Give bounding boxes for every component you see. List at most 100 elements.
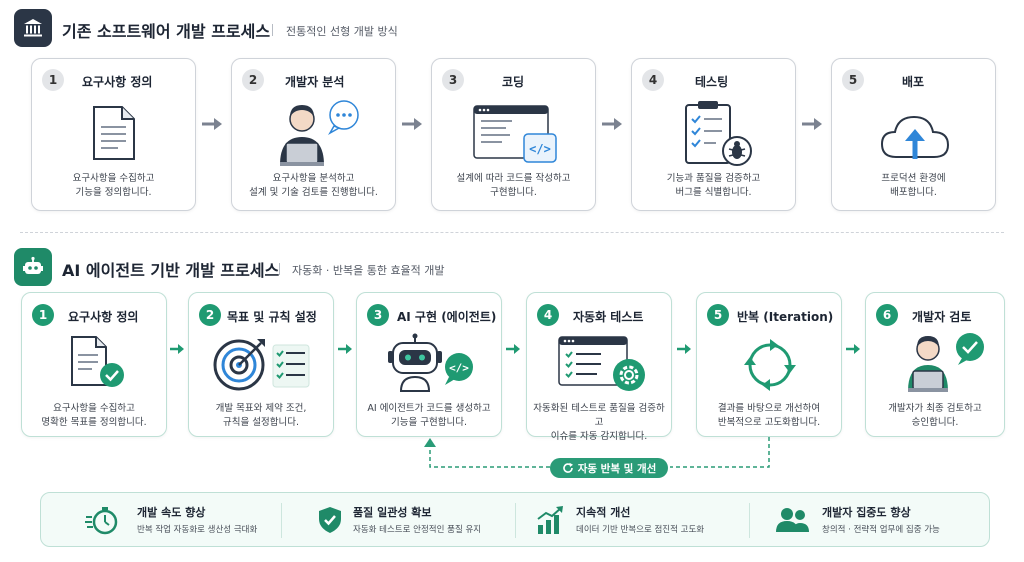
step-title: 자동화 테스트: [573, 310, 644, 324]
step-number: 6: [876, 304, 898, 326]
target-checklist-icon: [213, 339, 310, 391]
legacy-section-subtitle: 전통적인 선형 개발 방식: [286, 25, 398, 38]
benefit-item-improvement: 지속적 개선 데이터 기반 반복으로 점진적 고도화: [536, 493, 736, 548]
step-title: 테스팅: [695, 75, 729, 89]
benefit-item-focus: 개발자 집중도 향상 창의적 · 전략적 업무에 집중 가능: [776, 493, 976, 548]
cloud-upload-icon: [880, 115, 950, 159]
benefit-title: 지속적 개선: [576, 506, 631, 519]
step-title: 요구사항 정의: [68, 310, 139, 324]
code-editor-icon: </>: [473, 105, 557, 163]
benefit-description: 창의적 · 전략적 업무에 집중 가능: [822, 525, 940, 535]
robot-icon: [23, 256, 43, 274]
step-title: 코딩: [502, 75, 525, 89]
feedback-loop-connector: [424, 437, 770, 468]
arrow-right-icon: [602, 118, 622, 130]
users-icon: [776, 508, 809, 532]
svg-text:</>: </>: [449, 362, 469, 375]
step-title: AI 구현 (에이전트): [397, 310, 497, 324]
section-divider: [20, 232, 1004, 233]
benefit-divider: [515, 503, 516, 538]
benefit-description: 반복 작업 자동화로 생산성 극대화: [137, 525, 258, 535]
loop-label-pill: 자동 반복 및 개선: [550, 458, 668, 478]
benefit-title: 개발 속도 향상: [137, 506, 206, 519]
step-description: 개발 목표와 제약 조건,규칙을 설정합니다.: [215, 403, 307, 428]
document-check-icon: [71, 336, 124, 387]
arrow-right-icon: [802, 118, 822, 130]
step-number: 4: [537, 304, 559, 326]
arrow-right-icon: [170, 344, 184, 354]
document-icon: [93, 106, 135, 160]
ai-section-title: AI 에이전트 기반 개발 프로세스: [62, 261, 280, 280]
step-number: 1: [42, 69, 64, 91]
benefits-bar: 개발 속도 향상 반복 작업 자동화로 생산성 극대화 품질 일관성 확보 자동…: [40, 492, 990, 547]
step-number: 5: [842, 69, 864, 91]
arrow-right-icon: [402, 118, 422, 130]
benefit-title: 개발자 집중도 향상: [822, 506, 911, 519]
benefit-item-speed: 개발 속도 향상 반복 작업 자동화로 생산성 극대화: [85, 493, 275, 548]
developer-review-icon: [908, 333, 984, 392]
step-number: 3: [367, 304, 389, 326]
refresh-icon: [562, 462, 573, 473]
benefit-divider: [281, 503, 282, 538]
title-divider: [279, 263, 280, 275]
title-divider: [272, 24, 273, 36]
svg-text:</>: </>: [529, 142, 551, 156]
step-title: 반복 (Iteration): [737, 310, 834, 324]
step-number: 3: [442, 69, 464, 91]
ai-robot-code-icon: </>: [388, 333, 473, 392]
step-number: 1: [32, 304, 54, 326]
benefit-description: 자동화 테스트로 안정적인 품질 유지: [353, 525, 482, 535]
developer-laptop-icon: [280, 100, 359, 166]
growth-chart-icon: [537, 506, 563, 534]
ai-section-icon: [14, 248, 52, 286]
arrow-right-icon: [506, 344, 520, 354]
step-number: 4: [642, 69, 664, 91]
iteration-cycle-icon: [744, 339, 796, 391]
arrow-right-icon: [677, 344, 691, 354]
step-number: 2: [242, 69, 264, 91]
legacy-section-icon: [14, 9, 52, 47]
benefit-description: 데이터 기반 반복으로 점진적 고도화: [576, 525, 705, 535]
benefit-title: 품질 일관성 확보: [353, 506, 432, 519]
loop-label: 자동 반복 및 개선: [577, 462, 657, 475]
step-title: 개발자 분석: [285, 75, 345, 89]
step-number: 5: [707, 304, 729, 326]
step-title: 배포: [902, 75, 925, 89]
step-title: 개발자 검토: [912, 310, 972, 324]
automated-test-gear-icon: [558, 336, 645, 391]
arrow-right-icon: [846, 344, 860, 354]
arrow-right-icon: [338, 344, 352, 354]
test-clipboard-bug-icon: [685, 101, 752, 166]
legacy-section-title: 기존 소프트웨어 개발 프로세스: [62, 22, 271, 41]
shield-check-icon: [319, 507, 341, 533]
arrow-right-icon: [202, 118, 222, 130]
benefit-item-quality: 품질 일관성 확보 자동화 테스트로 안정적인 품질 유지: [317, 493, 507, 548]
bank-building-icon: [24, 19, 42, 37]
stopwatch-icon: [85, 507, 118, 535]
ai-step-card-2: 2 목표 및 규칙 설정 개발 목표와 제약 조건,규칙을 설정합니다.: [188, 292, 334, 437]
benefit-divider: [749, 503, 750, 538]
step-title: 목표 및 규칙 설정: [227, 310, 317, 324]
step-title: 요구사항 정의: [82, 75, 153, 89]
ai-section-subtitle: 자동화 · 반복을 통한 효율적 개발: [292, 264, 445, 277]
step-number: 2: [199, 304, 221, 326]
